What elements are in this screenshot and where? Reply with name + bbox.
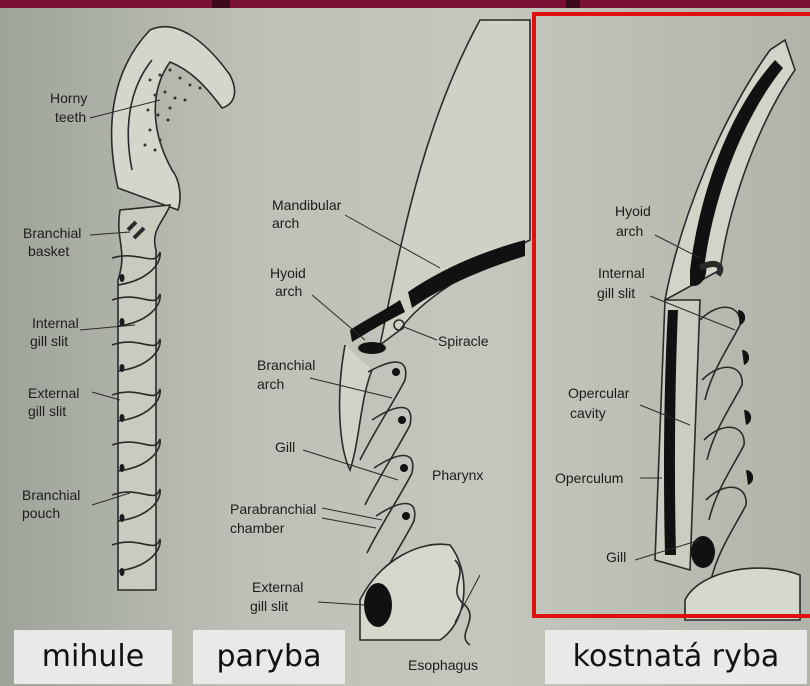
lamprey-labels: Horny teeth Branchial basket Internal gi…: [22, 90, 87, 521]
label-branchial-basket-1: Branchial: [23, 225, 81, 241]
lamprey-diagram: [80, 27, 235, 590]
label-branchial-arch-2: arch: [257, 376, 284, 392]
label-external-gill-slit-1: External: [28, 385, 79, 401]
label-branchial-arch-1: Branchial: [257, 357, 315, 373]
label-mandibular-arch-2: arch: [272, 215, 299, 231]
shark-diagram: [303, 20, 530, 645]
label-branchial-pouch-1: Branchial: [22, 487, 80, 503]
label-hyoid-arch-2: arch: [275, 283, 302, 299]
label-external-gill-slit-2: gill slit: [28, 403, 66, 419]
label-pharynx: Pharynx: [432, 467, 483, 483]
caption-paryba: paryba: [193, 630, 345, 684]
label-external-gill-slit-shark-1: External: [252, 579, 303, 595]
label-branchial-pouch-2: pouch: [22, 505, 60, 521]
label-internal-gill-slit-1: Internal: [32, 315, 79, 331]
label-gill: Gill: [275, 439, 295, 455]
label-parabranchial-chamber-2: chamber: [230, 520, 285, 536]
caption-kostnata-ryba: kostnatá ryba: [545, 630, 807, 684]
label-spiracle: Spiracle: [438, 333, 489, 349]
label-esophagus: Esophagus: [408, 657, 478, 673]
label-internal-gill-slit-2: gill slit: [30, 333, 68, 349]
label-external-gill-slit-shark-2: gill slit: [250, 598, 288, 614]
label-parabranchial-chamber-1: Parabranchial: [230, 501, 316, 517]
bony-fish-highlight-frame: [532, 12, 810, 618]
label-hyoid-arch-1: Hyoid: [270, 265, 306, 281]
label-mandibular-arch-1: Mandibular: [272, 197, 342, 213]
label-horny-teeth-2: teeth: [55, 109, 86, 125]
label-branchial-basket-2: basket: [28, 243, 69, 259]
caption-mihule: mihule: [14, 630, 172, 684]
label-horny-teeth-1: Horny: [50, 90, 87, 106]
